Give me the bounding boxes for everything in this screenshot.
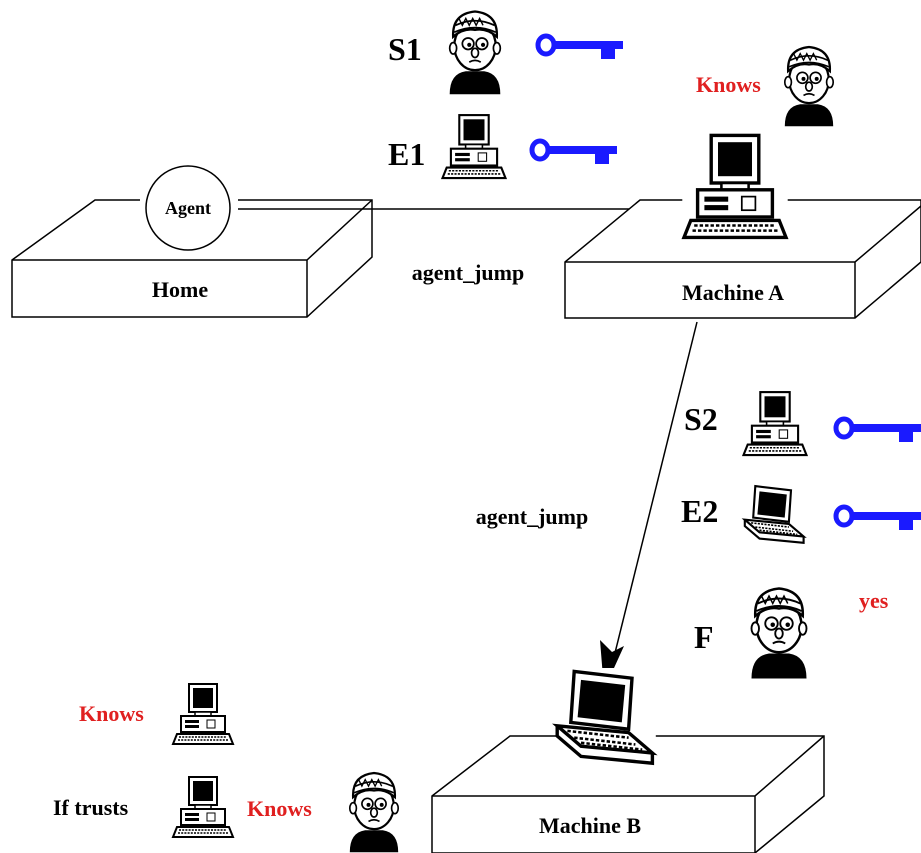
machine-b-label: Machine B: [539, 813, 641, 838]
s2-label: S2: [684, 401, 718, 437]
knows-label-top: Knows: [696, 72, 761, 97]
yes-label: yes: [859, 588, 889, 613]
home-platform: Home: [11, 199, 373, 318]
e1-label: E1: [388, 136, 425, 172]
jump-label-a-to-b: agent_jump: [476, 504, 588, 529]
home-label: Home: [152, 277, 208, 302]
laptop-icon: [743, 485, 805, 544]
f-label: F: [694, 619, 714, 655]
desktop-computer-icon: [441, 114, 507, 180]
e2-label: E2: [681, 493, 718, 529]
desktop-computer-icon: [742, 391, 808, 457]
desktop-computer-icon: [682, 132, 788, 241]
person-icon: [448, 10, 502, 96]
s1-label: S1: [388, 31, 422, 67]
machine-a-platform: Machine A: [564, 199, 921, 319]
key-icon: [836, 419, 921, 442]
person-icon: [750, 587, 808, 680]
person-icon: [783, 45, 835, 128]
machine-a-label: Machine A: [682, 280, 784, 305]
desktop-computer-icon: [172, 683, 234, 745]
key-icon: [836, 507, 921, 530]
jump-label-home-to-a: agent_jump: [412, 260, 524, 285]
machine-b-platform: Machine B: [431, 735, 825, 853]
desktop-computer-icon: [172, 776, 234, 838]
laptop-icon: [555, 668, 656, 767]
knows-label-bottom-2: Knows: [247, 796, 312, 821]
agent-label: Agent: [165, 198, 211, 218]
knows-label-bottom-1: Knows: [79, 701, 144, 726]
key-icon: [538, 36, 623, 59]
if-trusts-label: If trusts: [53, 795, 129, 820]
agent-node: Agent: [140, 165, 238, 251]
person-icon: [348, 771, 400, 853]
key-icon: [532, 141, 617, 164]
